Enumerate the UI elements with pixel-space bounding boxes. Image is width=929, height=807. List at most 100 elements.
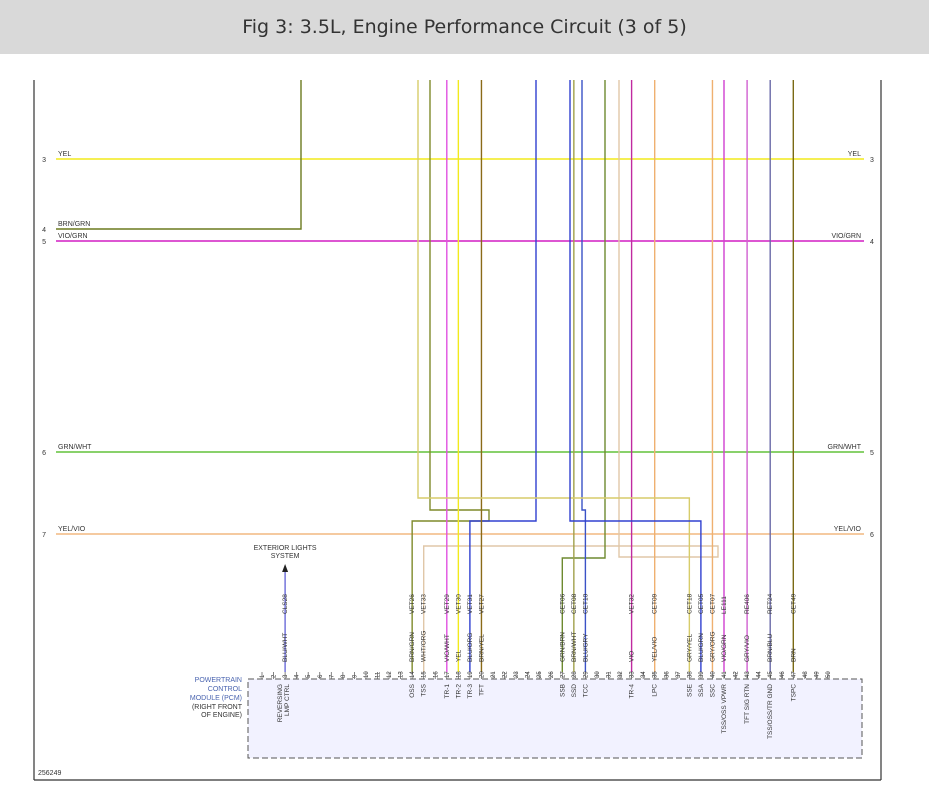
circuit-label: CET10	[582, 593, 589, 614]
circuit-label: RE406	[744, 594, 751, 614]
wire-color-label: YEL	[455, 649, 462, 662]
left-rail-label: BRN/GRN	[58, 221, 90, 228]
left-rail-label: YEL/VIO	[58, 526, 86, 533]
left-rail-label: GRN/WHT	[58, 444, 92, 451]
wire-color-label: BLU/ORG	[467, 633, 474, 662]
pin-number: 45	[768, 671, 774, 678]
pin-14-wire	[411, 80, 490, 672]
left-rail-number: 7	[42, 532, 46, 539]
circuit-label: VET31	[467, 594, 474, 614]
pin-number: 13	[399, 671, 405, 678]
left-rail-number: 5	[42, 239, 46, 246]
pin-number: 10	[364, 671, 370, 678]
pin-number: 47	[791, 671, 797, 678]
wire-color-label: BRN/GRN	[409, 632, 416, 662]
pin-number: 38	[687, 671, 693, 678]
pin-number: 9	[352, 674, 358, 678]
right-rail-label: YEL/VIO	[834, 526, 862, 533]
pin-function-label: REVERSING	[277, 684, 284, 722]
wire-color-label: VIO	[629, 651, 636, 662]
figure-header: Fig 3: 3.5L, Engine Performance Circuit …	[0, 0, 929, 54]
circuit-label: CET18	[686, 593, 693, 614]
pin-number: 49	[814, 671, 820, 678]
circuit-label: LE111	[721, 596, 728, 614]
diagram-labels: 3YEL4BRN/GRN5VIO/GRN6GRN/WHT7YEL/VIO3YEL…	[38, 151, 874, 777]
left-rail-number: 3	[42, 157, 46, 164]
wire-color-label: YEL/VIO	[652, 637, 659, 662]
wire-color-label: BRN/BLU	[767, 634, 774, 662]
pin-number: 46	[780, 671, 786, 678]
wires	[56, 80, 864, 672]
pin-number: 24	[526, 671, 532, 678]
right-rail-label: VIO/GRN	[831, 233, 861, 240]
pin-function-label: TFT	[478, 684, 485, 696]
exterior-lights-label: SYSTEM	[271, 553, 300, 560]
pin-29-wire	[581, 80, 587, 672]
circuit-label: CLS28	[282, 594, 289, 614]
pin-function-label: TR-3	[467, 684, 474, 699]
wire-color-label: GRN/BRN	[559, 632, 566, 662]
wire-color-label: BRN/YEL	[478, 634, 485, 662]
pin-number: 34	[641, 671, 647, 678]
arrow-up-icon	[282, 564, 289, 572]
right-rail-number: 6	[870, 532, 874, 539]
pin-number: 33	[630, 671, 636, 678]
pin-function-label: TR-2	[455, 684, 462, 699]
wire-color-label: BRN/WHT	[571, 632, 578, 662]
circuit-label: VET30	[455, 594, 462, 614]
pin-number: 40	[710, 671, 716, 678]
module-title-line: CONTROL	[208, 686, 242, 693]
right-rail-label: YEL	[848, 151, 861, 158]
pin-function-label: SSD	[571, 684, 578, 698]
pin-19-wire	[469, 80, 537, 672]
brn-grn-wire	[56, 80, 302, 230]
pin-number: 5	[306, 674, 312, 678]
pin-number: 29	[583, 671, 589, 678]
pin-number: 42	[734, 671, 740, 678]
circuit-label: VET27	[478, 594, 485, 614]
pin-function-label: SSC	[709, 684, 716, 698]
pin-number: 27	[560, 671, 566, 678]
circuit-label: CET08	[571, 593, 578, 614]
pin-number: 31	[607, 671, 613, 678]
pin-number: 12	[387, 671, 393, 678]
pin-number: 21	[491, 671, 497, 678]
wire-color-label: BRN	[790, 648, 797, 662]
right-rail-number: 4	[870, 239, 874, 246]
pin-function-label: LMP CTRL	[284, 684, 291, 716]
pin-number: 1	[260, 674, 266, 678]
pin-number: 3	[283, 674, 289, 678]
pin-27-wire	[561, 80, 606, 672]
pin-function-label: TCC	[582, 684, 589, 698]
diagram-id: 256249	[38, 770, 61, 777]
pin-number: 20	[479, 671, 485, 678]
circuit-label: RET24	[767, 593, 774, 614]
pin-15-wire	[423, 80, 719, 672]
module-title-line: MODULE (PCM)	[190, 695, 242, 702]
pin-number: 35	[653, 671, 659, 678]
figure-title: Fig 3: 3.5L, Engine Performance Circuit …	[242, 16, 687, 38]
pin-number: 25	[537, 671, 543, 678]
pin-number: 37	[676, 671, 682, 678]
pin-function-label: LPC	[652, 684, 659, 697]
pin-function-label: TSS/OSS VPWR	[721, 684, 728, 734]
pin-function-label: TSS	[421, 683, 428, 696]
pin-number: 17	[445, 671, 451, 678]
circuit-label: VET26	[409, 594, 416, 614]
pin-number: 50	[826, 671, 832, 678]
module-location-line: (RIGHT FRONT	[192, 704, 243, 711]
wire-color-label: WHT/ORG	[421, 631, 428, 662]
left-rail-number: 4	[42, 227, 46, 234]
circuit-label: VET33	[421, 594, 428, 614]
pin-39-wire	[569, 80, 702, 672]
right-rail-label: GRN/WHT	[828, 444, 862, 451]
pin-number: 8	[341, 674, 347, 678]
pin-number: 43	[745, 671, 751, 678]
pin-number: 2	[272, 674, 278, 678]
circuit-label: VET32	[629, 594, 636, 614]
diagram-frame	[33, 80, 882, 781]
circuit-label: CET05	[698, 593, 705, 614]
wire-color-label: GRY/YEL	[686, 634, 693, 662]
pin-number: 22	[503, 671, 509, 678]
